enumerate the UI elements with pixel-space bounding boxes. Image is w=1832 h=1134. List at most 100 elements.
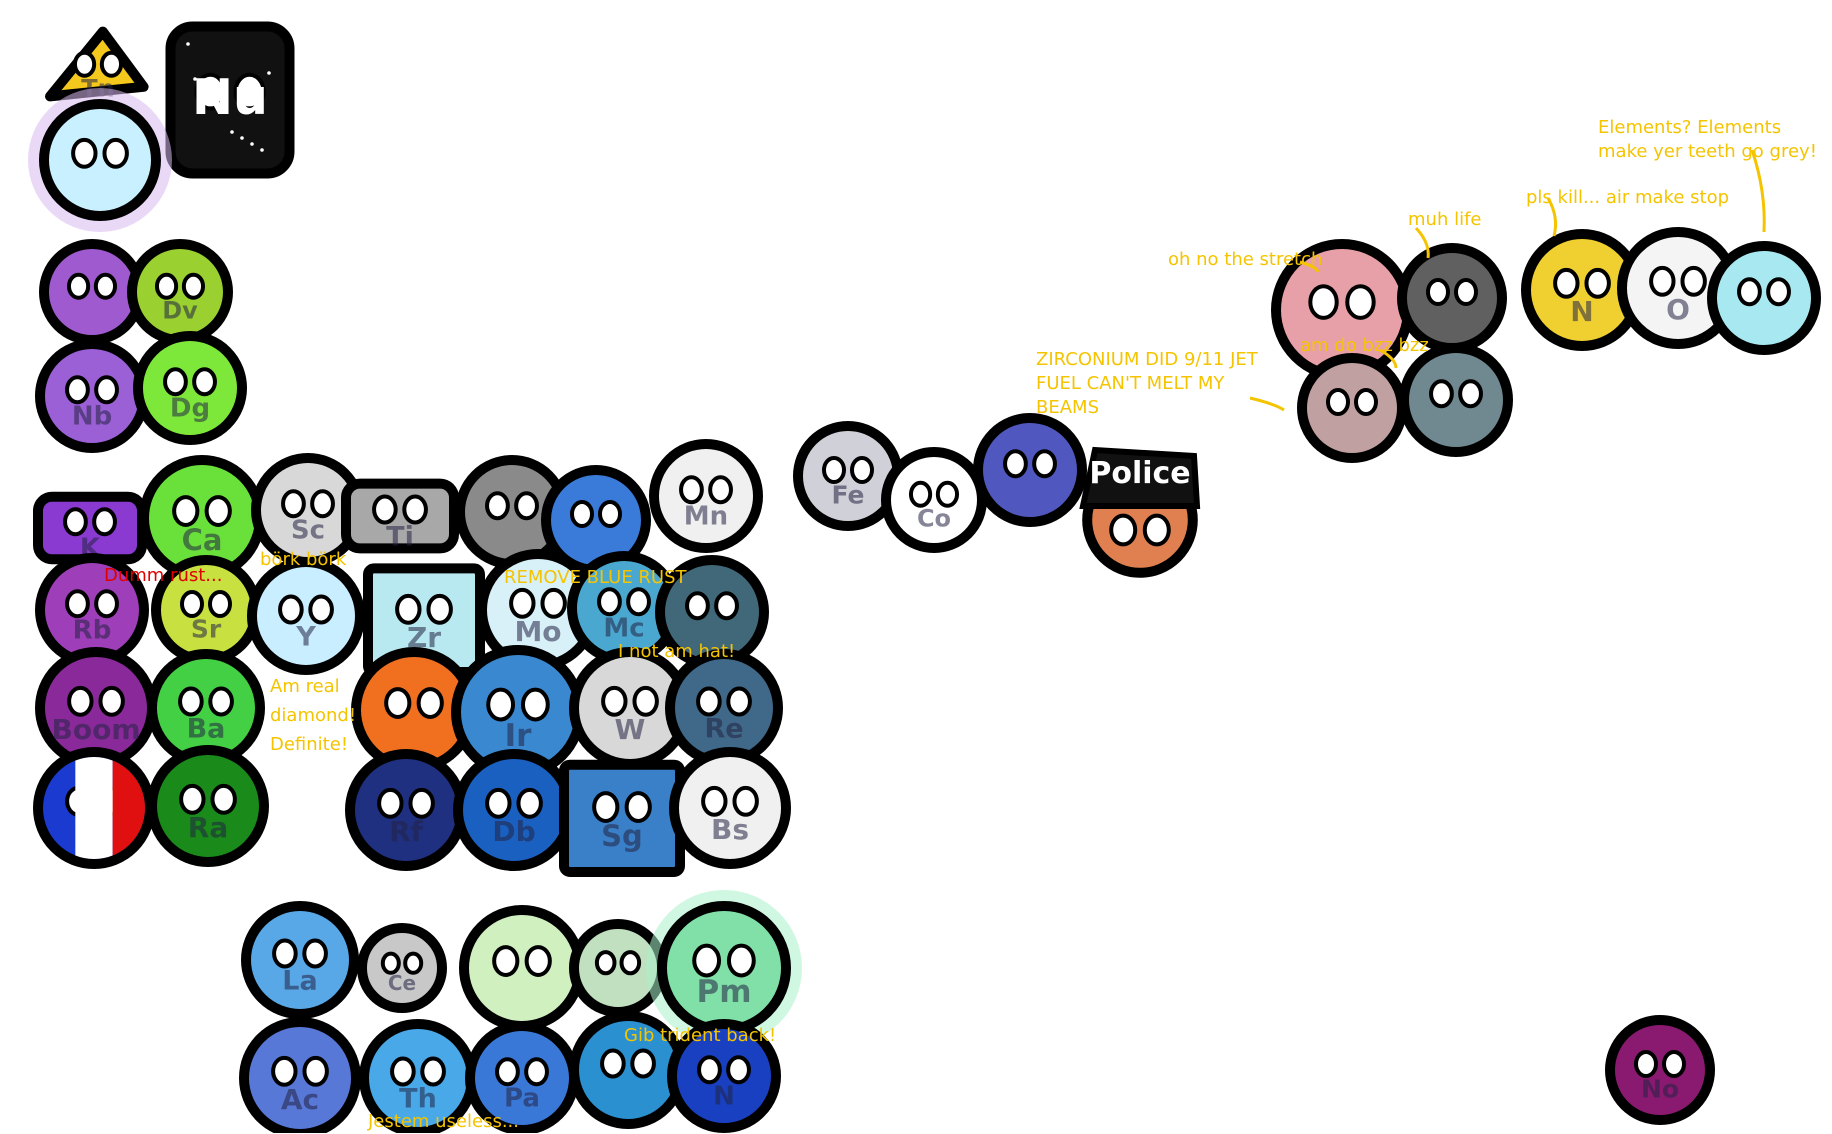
- left-eye: [685, 591, 710, 621]
- caption-bork: börk börk: [260, 549, 347, 570]
- ball-rb: Rb: [35, 553, 149, 667]
- ball-nb: Nb: [35, 339, 149, 453]
- right-eye: [408, 787, 435, 819]
- ball-no: No: [1605, 1015, 1715, 1125]
- element-symbol: Sg: [601, 819, 643, 853]
- caption-air: pls kill... air make stop: [1526, 187, 1730, 208]
- element-symbol: Ac: [281, 1083, 319, 1116]
- element-symbol: Fe: [831, 481, 864, 510]
- right-eye: [208, 686, 234, 717]
- element-symbol: Ra: [188, 811, 228, 844]
- left-eye: [495, 1057, 520, 1087]
- right-eye: [708, 475, 733, 505]
- ball-body: [665, 649, 783, 767]
- left-eye: [1737, 277, 1762, 307]
- right-eye: [1354, 388, 1378, 416]
- left-eye: [908, 480, 933, 508]
- caption-dumm-rust: Dumm rust...: [104, 565, 223, 586]
- right-eye: [726, 1055, 751, 1085]
- left-eye: [1326, 388, 1350, 416]
- right-eye: [181, 272, 206, 300]
- caption-useless: Jestem useless...: [368, 1111, 520, 1132]
- left-eye: [492, 945, 520, 977]
- ball-body: [133, 331, 247, 445]
- ball-unlabeled-42: [1297, 353, 1407, 463]
- ball-th: Th: [359, 1019, 477, 1133]
- right-eye: [524, 1057, 549, 1087]
- caption-diamond: Am real diamond! Definite!: [270, 676, 357, 755]
- left-eye: [485, 787, 512, 819]
- left-eye: [390, 1056, 416, 1087]
- left-eye: [1109, 513, 1138, 547]
- left-eye: [178, 686, 204, 717]
- left-eye: [172, 495, 200, 527]
- ball-body: [357, 923, 447, 1013]
- star-dot: [267, 71, 271, 75]
- star-dot: [260, 148, 264, 152]
- left-eye: [592, 791, 620, 823]
- right-eye: [1584, 267, 1611, 299]
- caption-leader-line: [1299, 260, 1320, 273]
- ball-sc: Sc: [251, 453, 365, 567]
- ball-nu: Nu: [165, 21, 295, 179]
- ball-body: [649, 439, 763, 553]
- ball-body: [127, 239, 233, 345]
- ball-body: [667, 1019, 781, 1133]
- left-eye: [822, 456, 846, 484]
- left-eye: [377, 787, 404, 819]
- right-eye: [726, 686, 752, 717]
- right-eye: [308, 594, 334, 625]
- ball-ce: Ce: [357, 923, 447, 1013]
- left-eye: [194, 72, 227, 111]
- ball-y: Y: [247, 557, 365, 675]
- left-eye: [65, 375, 90, 405]
- right-eye: [632, 685, 659, 717]
- left-eye: [594, 950, 617, 976]
- element-symbol: Sr: [191, 615, 222, 644]
- left-eye: [65, 589, 90, 619]
- element-symbol: Db: [492, 815, 535, 848]
- card-body: [165, 21, 295, 179]
- left-eye: [696, 686, 722, 717]
- caption-leader-line: [1750, 149, 1766, 233]
- ball-pa: Pa: [465, 1021, 579, 1133]
- left-eye: [384, 687, 412, 719]
- right-eye: [210, 783, 237, 815]
- ball-body: [453, 749, 575, 871]
- right-eye: [540, 587, 567, 619]
- left-eye: [163, 367, 188, 397]
- element-symbol: La: [282, 966, 317, 997]
- star-dot: [230, 130, 234, 134]
- left-eye: [597, 587, 622, 617]
- element-symbol: Ir: [505, 718, 533, 754]
- caption-zirconium: ZIRCONIUM DID 9/11 JET FUEL CAN'T MELT M…: [1036, 349, 1258, 418]
- ball-ra: Ra: [147, 745, 269, 867]
- caption-leader-line: [1379, 348, 1398, 369]
- right-eye: [630, 1048, 656, 1079]
- star-dot: [193, 77, 197, 81]
- element-symbol: Ca: [182, 523, 223, 557]
- ball-body: [1399, 343, 1513, 457]
- ball-unlabeled-2: [28, 88, 172, 232]
- left-eye: [1553, 267, 1580, 299]
- left-eye: [1429, 379, 1454, 409]
- ball-body: [247, 557, 365, 675]
- right-eye: [624, 791, 652, 823]
- ball-body: [1707, 241, 1821, 355]
- left-eye: [180, 590, 204, 618]
- ball-body: [1397, 243, 1507, 353]
- white-stripe: [75, 757, 113, 859]
- left-eye: [697, 1055, 722, 1085]
- ball-db: Db: [453, 749, 575, 871]
- left-eye: [1003, 449, 1028, 479]
- left-eye: [72, 50, 97, 78]
- right-eye: [94, 589, 119, 619]
- right-eye: [1680, 265, 1707, 297]
- element-symbol: Boom: [52, 713, 141, 746]
- left-eye: [278, 594, 304, 625]
- caption-bzz: am do bzz bzz: [1300, 335, 1429, 356]
- right-eye: [302, 1055, 329, 1087]
- right-eye: [732, 785, 759, 817]
- right-eye: [233, 72, 266, 111]
- ball-bs: Bs: [669, 747, 791, 869]
